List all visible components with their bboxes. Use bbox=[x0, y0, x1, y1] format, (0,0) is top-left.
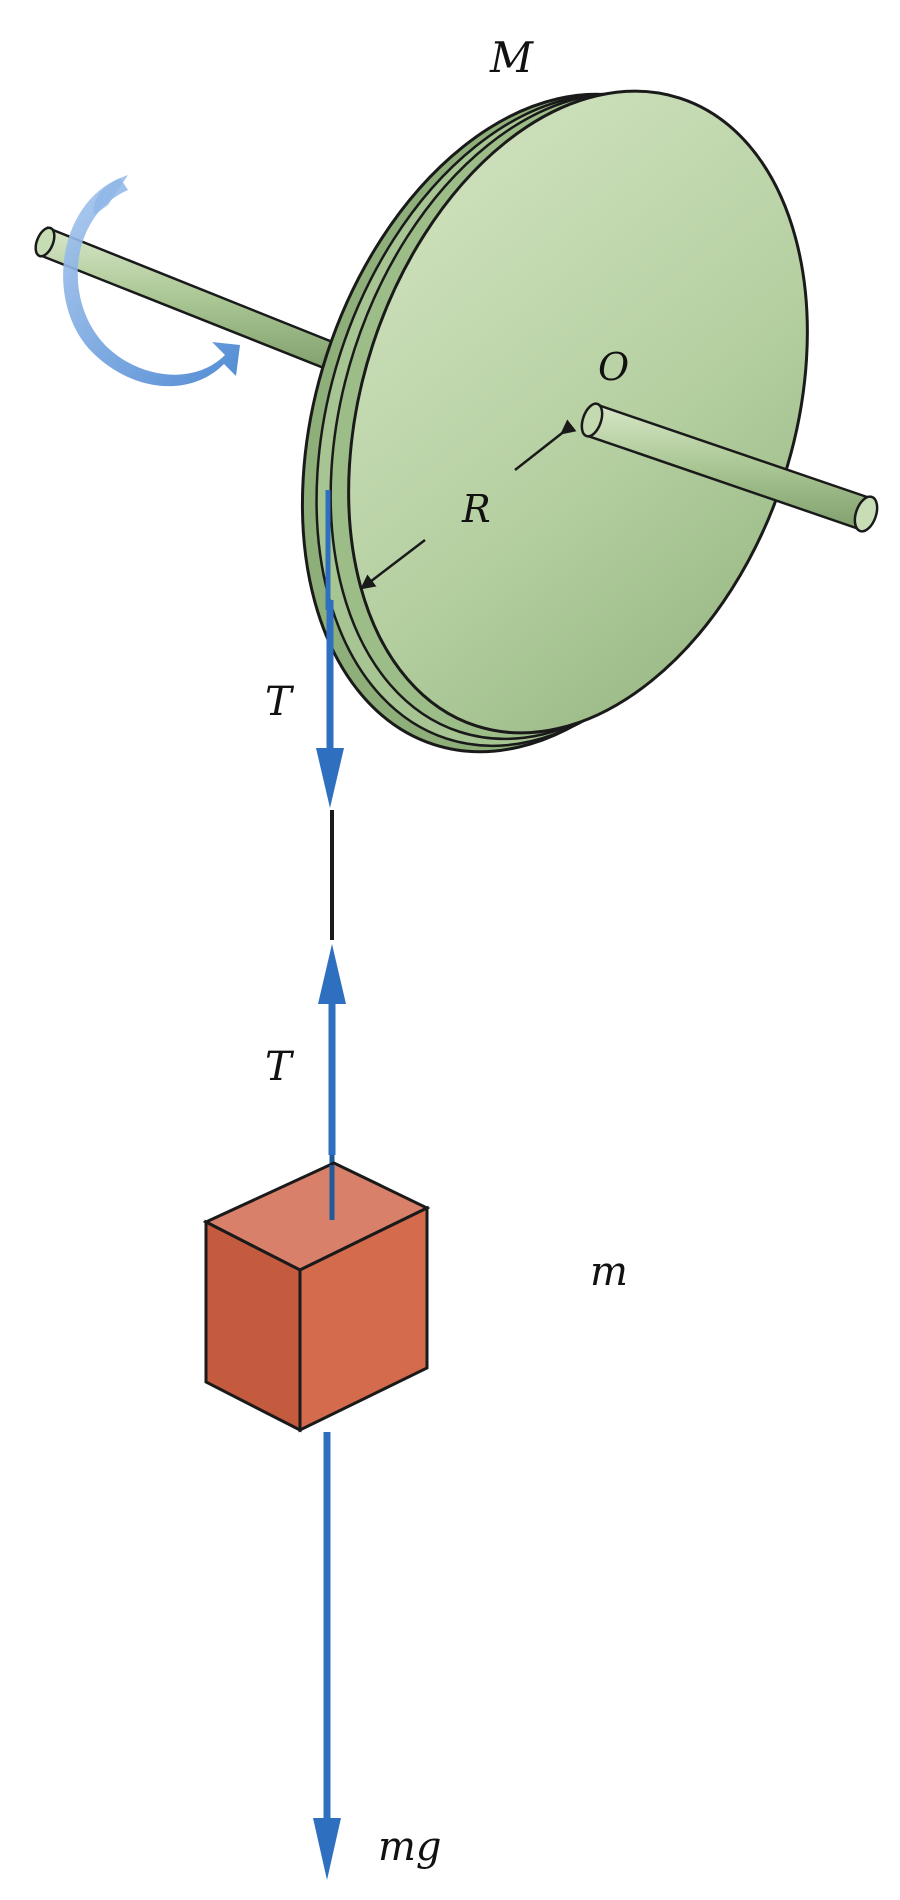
tension-lower-label: T bbox=[265, 1044, 295, 1090]
tension-upper-arrow bbox=[316, 600, 344, 808]
radius-arrow bbox=[360, 419, 577, 590]
block bbox=[202, 1161, 431, 1433]
axle-front bbox=[580, 402, 879, 533]
weight-arrow bbox=[313, 1432, 341, 1880]
center-label: O bbox=[598, 345, 629, 389]
weight-label: mg bbox=[378, 1824, 442, 1870]
radius-label: R bbox=[461, 487, 491, 531]
axle-back bbox=[34, 226, 342, 374]
tension-upper-label: T bbox=[265, 679, 295, 725]
tension-lower-arrow bbox=[318, 944, 346, 1155]
block-mass-label: m bbox=[590, 1249, 628, 1295]
curved-rotation-arrow-icon bbox=[63, 175, 240, 387]
disk-mass-label: M bbox=[489, 33, 534, 82]
disk bbox=[300, 89, 809, 754]
block-right bbox=[298, 1205, 429, 1433]
